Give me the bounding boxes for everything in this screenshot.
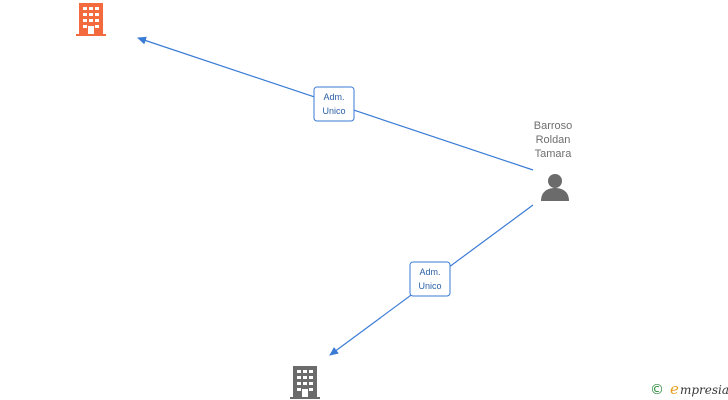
brand-initial: e	[670, 380, 679, 398]
edge-label-top-line1: Adm.	[323, 92, 344, 102]
edge-label-top[interactable]: Adm. Unico	[313, 86, 355, 122]
edge-label-bottom[interactable]: Adm. Unico	[409, 261, 451, 297]
building-icon-top[interactable]	[76, 3, 106, 36]
building-icon-bottom[interactable]	[290, 366, 320, 399]
person-name-line1: Barroso	[534, 120, 573, 132]
edge-label-bottom-line1: Adm.	[419, 267, 440, 277]
person-node[interactable]: Barroso Roldan Tamara	[534, 120, 573, 201]
copyright-symbol: ©	[650, 382, 664, 398]
person-name-line2: Roldan	[536, 134, 571, 146]
edge-label-bottom-line2: Unico	[418, 281, 441, 291]
edge-label-top-line2: Unico	[322, 106, 345, 116]
person-name-line3: Tamara	[535, 148, 573, 160]
brand-logo: © e mpresia	[650, 380, 728, 398]
brand-name: mpresia	[680, 383, 728, 397]
person-icon	[541, 174, 569, 201]
